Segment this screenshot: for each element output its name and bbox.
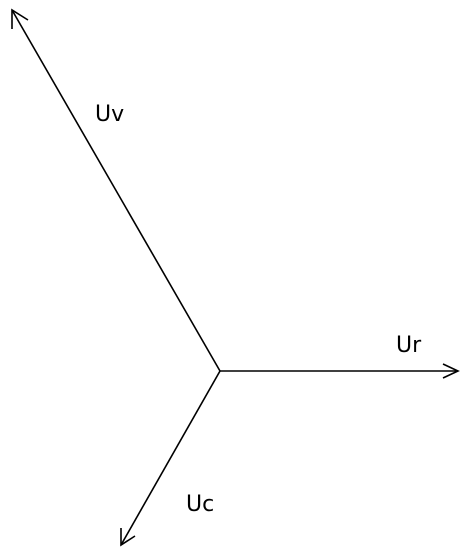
- vector-uc: Uc: [120, 370, 221, 547]
- vector-uv-line: [11, 9, 221, 372]
- vector-uv: Uv: [11, 8, 221, 372]
- vector-uc-line: [120, 370, 221, 546]
- vector-uv-label: Uv: [95, 102, 124, 127]
- vector-ur-arrowhead: [442, 363, 460, 379]
- vector-uv-arrowhead: [11, 8, 29, 29]
- vector-uc-arrowhead: [120, 528, 136, 547]
- vector-uc-label: Uc: [186, 492, 214, 517]
- vector-ur-label: Ur: [396, 333, 422, 358]
- vector-ur: Ur: [220, 333, 460, 379]
